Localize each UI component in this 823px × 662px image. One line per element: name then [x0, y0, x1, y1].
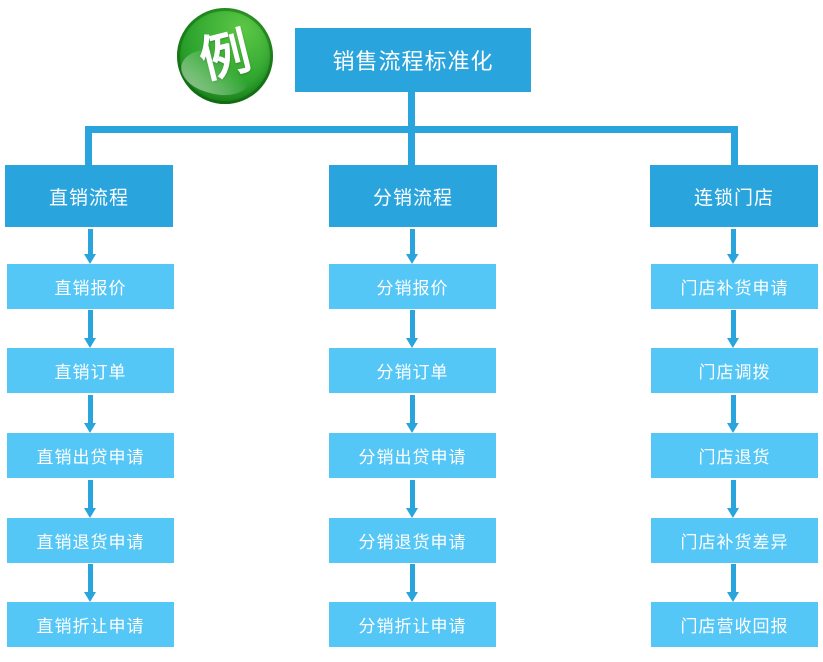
- arrow-down-icon: [84, 310, 97, 348]
- flow-node: 直销订单: [7, 348, 174, 393]
- connector-horizontal: [85, 126, 738, 133]
- arrow-down-icon: [406, 480, 419, 518]
- flow-node: 分销出贷申请: [329, 433, 496, 478]
- flow-node: 直销报价: [7, 264, 174, 309]
- flow-node: 门店调拨: [651, 348, 818, 393]
- arrow-down-icon: [727, 395, 740, 433]
- connector-drop-col2: [408, 133, 415, 165]
- arrow-down-icon: [406, 229, 419, 264]
- flow-node: 分销订单: [329, 348, 496, 393]
- column-header-distribution: 分销流程: [329, 165, 497, 227]
- flow-node: 门店退货: [651, 433, 818, 478]
- flow-node: 门店补货差异: [651, 518, 818, 563]
- column-header-direct-sales: 直销流程: [5, 165, 173, 227]
- example-badge-label: 例: [193, 22, 257, 90]
- flow-node: 门店营收回报: [651, 602, 818, 647]
- arrow-down-icon: [406, 564, 419, 602]
- root-node: 销售流程标准化: [295, 28, 531, 92]
- column-header-chain-stores: 连锁门店: [650, 165, 818, 227]
- example-badge: 例: [177, 8, 273, 104]
- flow-node: 分销退货申请: [329, 518, 496, 563]
- flow-node: 直销出贷申请: [7, 433, 174, 478]
- arrow-down-icon: [84, 480, 97, 518]
- connector-drop-col3: [731, 133, 738, 165]
- connector-root-stem: [408, 92, 415, 126]
- flow-node: 门店补货申请: [651, 264, 818, 309]
- arrow-down-icon: [84, 229, 97, 264]
- flow-node: 分销折让申请: [329, 602, 496, 647]
- flow-node: 分销报价: [329, 264, 496, 309]
- arrow-down-icon: [84, 564, 97, 602]
- arrow-down-icon: [727, 229, 740, 264]
- arrow-down-icon: [406, 310, 419, 348]
- flow-node: 直销退货申请: [7, 518, 174, 563]
- arrow-down-icon: [406, 395, 419, 433]
- connector-drop-col1: [85, 133, 92, 165]
- arrow-down-icon: [727, 310, 740, 348]
- arrow-down-icon: [727, 564, 740, 602]
- arrow-down-icon: [84, 395, 97, 433]
- flow-node: 直销折让申请: [7, 602, 174, 647]
- arrow-down-icon: [727, 480, 740, 518]
